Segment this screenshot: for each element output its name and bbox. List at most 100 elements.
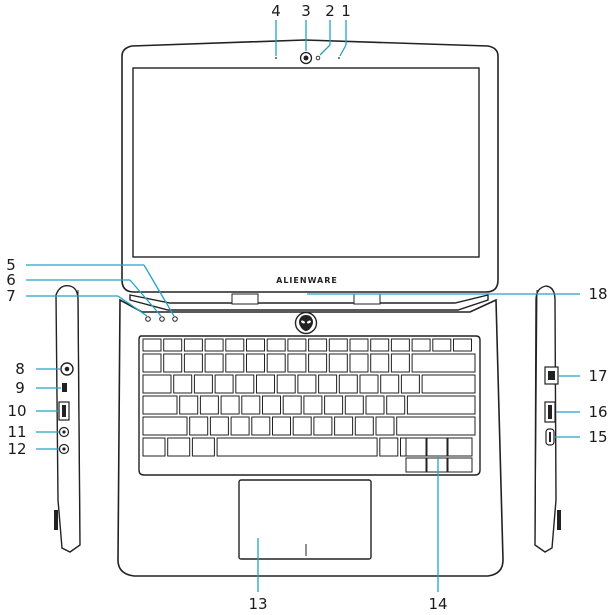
keyboard-key [225,338,245,352]
callout-14: 14 [428,595,447,613]
keyboard-key [370,338,390,352]
keyboard-key [386,395,406,415]
keyboard-key [406,395,476,415]
keyboard-key [308,353,328,373]
keyboard-key [142,338,162,352]
keyboard-key [313,416,333,436]
keyboard-key [447,457,473,473]
callout-17: 17 [588,367,607,385]
keyboard-key [163,353,183,373]
keyboard-key [365,395,385,415]
security-lock-slot-icon [62,383,67,392]
storage-light-icon [159,316,165,322]
keyboard-key [246,338,265,352]
keyboard-key [256,374,275,394]
keyboard-key [359,374,379,394]
keyboard-key [318,374,338,394]
keyboard-key [214,374,234,394]
keyboard-key [241,395,261,415]
keyboard-key [216,437,378,457]
keyboard-key [370,353,390,373]
keyboard-key [251,416,271,436]
keyboard-key [142,416,188,436]
hinge [129,293,489,311]
callout-8: 8 [15,360,25,378]
keyboard-key [204,338,224,352]
keyboard-key [390,338,410,352]
callout-13: 13 [248,595,267,613]
camera-icon [299,51,313,65]
battery-light-icon [145,316,151,322]
keyboard-key [380,374,400,394]
left-side-view [54,285,81,553]
keyboard-key [179,395,199,415]
callout-9: 9 [15,379,25,397]
keyboard-key [287,338,307,352]
callout-7: 7 [6,287,16,305]
microphone-jack-icon [58,443,70,455]
alien-head-icon [294,311,318,335]
microphone-left-icon [275,57,277,59]
keyboard-key [199,395,219,415]
callout-16: 16 [588,403,607,421]
callout-5: 5 [6,256,16,274]
keyboard-key [287,353,307,373]
keyboard-key [209,416,229,436]
keyboard-key [266,338,286,352]
keyboard [138,335,481,476]
microphone-right-icon [338,57,340,59]
wireless-light-icon [172,316,178,322]
keyboard-key [411,353,476,373]
keyboard-key [400,374,420,394]
callout-12: 12 [7,440,26,458]
usb-port-icon [58,401,70,421]
keyboard-key [193,374,213,394]
keyboard-key [142,353,162,373]
keyboard-key [189,416,209,436]
callout-4: 4 [271,2,281,20]
keyboard-key [142,437,166,457]
keyboard-key [142,395,178,415]
keyboard-key [338,374,358,394]
keyboard-key [282,395,302,415]
keyboard-key [292,416,312,436]
keyboard-key [183,353,203,373]
display-screen [132,67,480,258]
callout-10: 10 [7,402,26,420]
touchpad [238,479,372,560]
keyboard-key [328,353,348,373]
keyboard-key [220,395,240,415]
keyboard-key [262,395,281,415]
keyboard-key [426,437,448,457]
keyboard-key [390,353,410,373]
keyboard-key [447,437,473,457]
keyboard-key [308,338,328,352]
keyboard-key [276,374,296,394]
keyboard-key [432,338,452,352]
brand-logo-text: ALIENWARE [276,276,338,285]
keyboard-key [235,374,255,394]
power-adapter-port-icon [60,362,74,376]
keyboard-key [246,353,265,373]
keyboard-key [375,416,395,436]
display-lid: ALIENWARE [121,39,499,293]
keyboard-key [230,416,250,436]
keyboard-key [297,374,317,394]
keyboard-key [344,395,364,415]
keyboard-key [421,374,476,394]
right-side-view [534,285,561,553]
keyboard-key [272,416,291,436]
callout-18: 18 [588,285,607,303]
laptop-base [117,298,504,577]
keyboard-key [204,353,224,373]
keyboard-key [405,437,427,457]
callout-11: 11 [7,423,26,441]
callout-lines [26,20,580,592]
keyboard-key [191,437,215,457]
keyboard-key [354,416,374,436]
keyboard-key [379,437,399,457]
keyboard-key [266,353,286,373]
callout-numbers: 1 2 3 4 5 6 7 8 9 10 11 12 13 14 15 16 1… [6,2,607,613]
keyboard-key [405,457,427,473]
